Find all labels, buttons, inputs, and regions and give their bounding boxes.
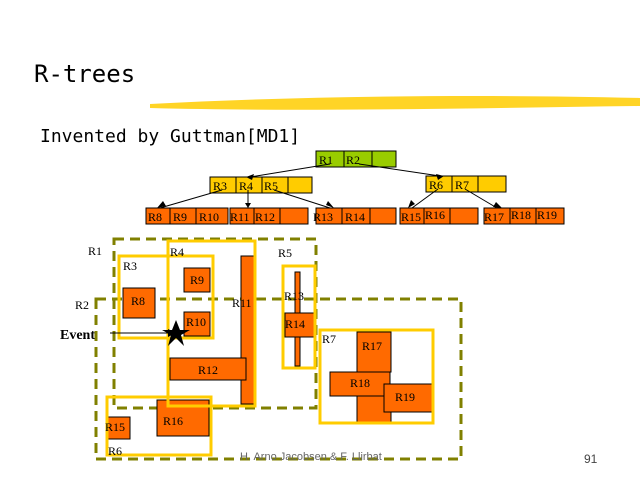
node-r6-r7: R6 R7 (425, 175, 507, 193)
mbr-r7 (318, 328, 435, 425)
label-r3: R3 (123, 259, 137, 273)
leaf-entry-r13: R13 (313, 210, 333, 224)
label-r2: R2 (75, 298, 89, 312)
label-r8: R8 (131, 294, 145, 308)
leaf-entry-r10: R10 (199, 210, 219, 224)
label-r15: R15 (105, 420, 125, 434)
leaf-entry-r17: R17 (484, 210, 504, 224)
label-r14: R14 (285, 317, 305, 331)
rect-r18 (329, 371, 391, 397)
leaf-node-r17-r18-r19: R17 R18 R19 (483, 207, 565, 225)
mbr-r5 (281, 264, 317, 370)
mbr-r6 (105, 395, 213, 457)
mbr-r3 (117, 254, 215, 340)
slide-title: R-trees (34, 60, 136, 88)
event-label: Event (60, 328, 95, 343)
leaf-node-r15-r16: R15 R16 (399, 207, 479, 225)
rect-r8 (122, 287, 156, 319)
label-r9: R9 (190, 273, 204, 287)
node-entry-r5: R5 (264, 179, 278, 193)
node-entry-r7: R7 (455, 178, 469, 192)
label-r10: R10 (186, 315, 206, 329)
event-star-icon (162, 320, 190, 346)
label-r4: R4 (170, 245, 184, 259)
label-r1: R1 (88, 244, 102, 258)
root-entry-r1: R1 (319, 153, 333, 167)
rect-r9 (183, 267, 211, 293)
leaf-entry-r15: R15 (401, 210, 421, 224)
leaf-entry-r19: R19 (537, 208, 557, 222)
leaf-entry-r18: R18 (511, 208, 531, 222)
leaf-entry-r11: R11 (230, 210, 250, 224)
label-r12: R12 (198, 363, 218, 377)
node-entry-r3: R3 (213, 179, 227, 193)
rect-r14 (284, 312, 315, 338)
leaf-entry-r8: R8 (148, 210, 162, 224)
node-entry-r6: R6 (429, 178, 443, 192)
leaf-node-r11-r12: R11 R12 (229, 207, 309, 225)
mbr-r2 (94, 297, 463, 461)
label-r16: R16 (163, 414, 183, 428)
label-r5: R5 (278, 246, 292, 260)
label-r17: R17 (362, 339, 382, 353)
leaf-entry-r12: R12 (255, 210, 275, 224)
rect-r11 (240, 255, 255, 405)
data-rectangles (107, 255, 433, 440)
label-r13: R13 (284, 289, 304, 303)
label-r6: R6 (108, 444, 122, 458)
label-r7: R7 (322, 332, 336, 346)
root-node: R1 R2 (315, 150, 397, 168)
label-r11: R11 (232, 296, 252, 310)
label-r18: R18 (350, 376, 370, 390)
node-r3-r4-r5: R3 R4 R5 (209, 176, 313, 194)
leaf-node-r13-r14: R13 R14 (313, 207, 397, 225)
title-underline-brush (150, 96, 640, 110)
slide-subtitle: Invented by Guttman[MD1] (40, 126, 301, 147)
rect-r12 (169, 357, 247, 381)
mbr-r1 (112, 237, 318, 410)
label-r19: R19 (395, 390, 415, 404)
leaf-entry-r9: R9 (173, 210, 187, 224)
rect-r19 (383, 383, 433, 413)
page-number: 91 (584, 452, 598, 466)
leaf-node-r8-r9-r10: R8 R9 R10 (145, 207, 229, 225)
node-entry-r4: R4 (239, 179, 253, 193)
slide-footer: H. Arno Jacobsen & F. Llirbat (240, 451, 382, 463)
tree-edges (159, 163, 498, 209)
root-entry-r2: R2 (346, 153, 360, 167)
yellow-mbrs (105, 239, 435, 457)
tree-arrowheads (157, 174, 502, 208)
rect-r10 (183, 311, 211, 337)
leaf-entry-r16: R16 (425, 208, 445, 222)
leaf-entry-r14: R14 (345, 210, 365, 224)
